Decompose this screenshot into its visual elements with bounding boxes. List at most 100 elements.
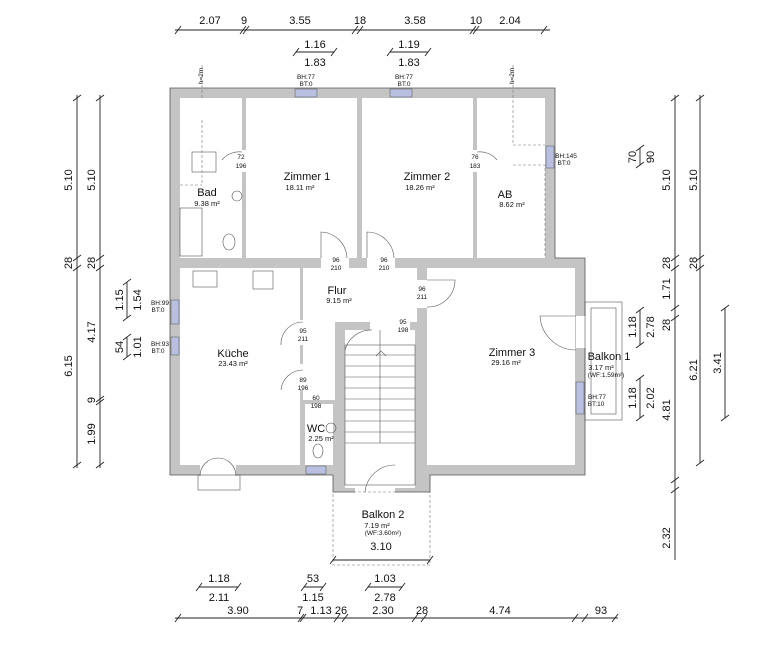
dimension-label: 93	[595, 605, 607, 617]
dimension-label: 3.90	[227, 605, 248, 617]
room-name-zimmer3: Zimmer 3	[489, 347, 535, 359]
window-bh: BH:77	[588, 394, 606, 401]
dimension-label: 4.17	[86, 321, 98, 342]
room-name-flur: Flur	[328, 285, 347, 297]
rooms	[180, 98, 586, 493]
dimension-label: 90	[645, 151, 657, 163]
dimension-label: 3.55	[289, 15, 310, 27]
dimension-label: 1.18	[627, 387, 639, 408]
dimension-label: 10	[470, 15, 482, 27]
dimension-label: 4.74	[489, 605, 510, 617]
dimension-label: 53	[307, 573, 319, 585]
dimension-label: 1.54	[132, 289, 144, 310]
door-height: 210	[331, 265, 342, 272]
height-mark: h=2m	[198, 68, 205, 84]
door-width: 89	[299, 377, 307, 384]
dimension-label: 5.10	[63, 169, 75, 190]
dimension-label: 1.71	[661, 278, 673, 299]
dimension-label: 70	[627, 151, 639, 163]
height-mark: h=2m	[509, 68, 516, 84]
dimension-label: 1.19	[398, 39, 419, 51]
room-area-bad: 9.38 m²	[194, 199, 220, 208]
window-bt: BT:0	[557, 160, 570, 167]
dimension-label: 3.41	[712, 352, 724, 373]
room-name-balkon1: Balkon 1	[588, 351, 631, 363]
room-name-zimmer2: Zimmer 2	[404, 171, 450, 183]
dimension-label: 3.58	[404, 15, 425, 27]
dimension-label: 2.11	[209, 592, 230, 604]
door-height: 196	[236, 163, 247, 170]
window-bh: BH:77	[297, 74, 315, 81]
door-height: 198	[311, 403, 322, 410]
room-labels: Bad 9.38 m² Zimmer 1 18.11 m² Zimmer 2 1…	[194, 171, 630, 537]
room-area-balkon2: 7.19 m²	[364, 521, 390, 530]
dimension-label: 1.03	[374, 573, 395, 585]
room-area-kueche: 23.43 m²	[218, 359, 248, 368]
room-area-balkon1: 3.17 m²	[588, 363, 614, 372]
door-width: 72	[237, 154, 245, 161]
dimension-lines: 2.07 9 3.55 18 3.58 10 2.04 1.16 1.83 1.…	[63, 15, 730, 623]
window-bt: BT:0	[397, 81, 410, 88]
windows	[170, 88, 585, 475]
door-width: 95	[299, 328, 307, 335]
dimension-label: 1.13	[310, 605, 331, 617]
window-bt: BT:0	[299, 81, 312, 88]
door-height: 183	[470, 163, 481, 170]
door-labels: 72 196 76 183 96 210 96 210 96 211 95 19…	[236, 154, 481, 410]
dimension-label: 1.99	[86, 423, 98, 444]
dimension-label: 6.21	[688, 359, 700, 380]
door-width: 96	[418, 286, 426, 293]
room-wf-balkon2: (WF:3.60m²)	[365, 530, 401, 537]
dimension-label: 2.30	[372, 605, 393, 617]
room-name-balkon2: Balkon 2	[362, 509, 405, 521]
dimension-label: 2.78	[374, 592, 395, 604]
dimension-label: 28	[661, 319, 673, 331]
room-wf-balkon1: (WF:1.59m²)	[588, 372, 624, 379]
dimension-label: 2.04	[499, 15, 520, 27]
dimension-label: 28	[661, 257, 673, 269]
room-name-kueche: Küche	[217, 348, 248, 360]
door-width: 95	[399, 319, 407, 326]
room-area-zimmer3: 29.16 m²	[491, 358, 521, 367]
dimension-label: 28	[688, 257, 700, 269]
window-bt: BT:0	[151, 348, 164, 355]
dimension-label: 1.16	[304, 39, 325, 51]
dimension-label: 18	[354, 15, 366, 27]
door-height: 198	[398, 327, 409, 334]
window-bh: BH:99	[151, 300, 169, 307]
dimension-label: 2.02	[645, 387, 657, 408]
dimension-label: 6.15	[63, 355, 75, 376]
window-bh: BH:77	[395, 74, 413, 81]
window-labels: BH:77 BT:0 BH:77 BT:0 BH:145 BT:0 BH:99 …	[151, 68, 606, 408]
dimension-label: 2.78	[645, 316, 657, 337]
dimension-label: 1.83	[398, 57, 419, 69]
room-name-wc: WC	[307, 423, 325, 435]
room-name-zimmer1: Zimmer 1	[284, 171, 330, 183]
door-width: 76	[471, 154, 479, 161]
dimension-label: 28	[86, 257, 98, 269]
dimension-label: 5.10	[688, 169, 700, 190]
window-bt: BT:0	[151, 307, 164, 314]
dimension-label: 1.15	[114, 289, 126, 310]
room-area-zimmer2: 18.26 m²	[405, 183, 435, 192]
dimension-label: 7	[297, 605, 303, 617]
room-area-ab: 8.62 m²	[499, 200, 525, 209]
dimension-label: 28	[63, 257, 75, 269]
door-width: 96	[332, 257, 340, 264]
room-name-bad: Bad	[197, 187, 217, 199]
room-name-ab: AB	[498, 189, 513, 201]
dimension-label: 9	[241, 15, 247, 27]
dimension-label: 54	[114, 341, 126, 353]
door-width: 60	[312, 395, 320, 402]
door-height: 211	[417, 294, 428, 301]
door-height: 196	[298, 385, 309, 392]
dimension-label: 26	[335, 605, 347, 617]
room-area-flur: 9.15 m²	[326, 296, 352, 305]
dimension-label: 2.32	[661, 527, 673, 548]
dimension-label: 9	[86, 397, 98, 403]
window-bh: BH:93	[151, 341, 169, 348]
door-height: 211	[298, 336, 309, 343]
dimension-label: 1.18	[208, 573, 229, 585]
dimension-label: 2.07	[199, 15, 220, 27]
